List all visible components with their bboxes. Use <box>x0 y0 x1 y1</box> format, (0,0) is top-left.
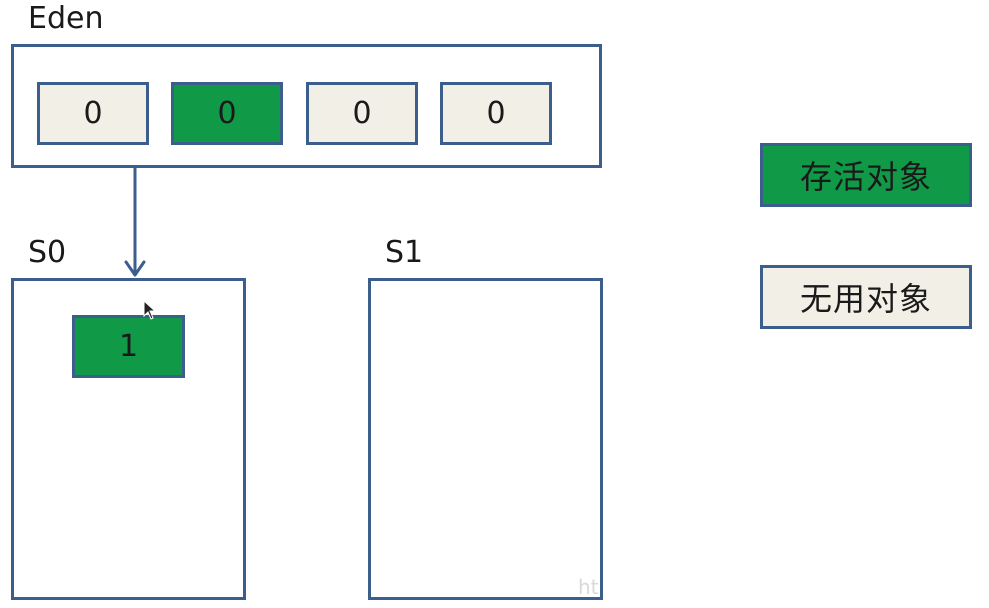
s0-label: S0 <box>28 235 67 270</box>
eden-cell-2: 0 <box>171 82 283 145</box>
s1-region <box>368 278 603 600</box>
legend-live-object: 存活对象 <box>760 143 972 207</box>
s1-label: S1 <box>385 235 424 270</box>
s0-cell-1: 1 <box>72 315 185 378</box>
watermark-text: ht <box>578 575 599 599</box>
arrow-head <box>124 260 146 277</box>
eden-cell-1: 0 <box>37 82 149 145</box>
eden-cell-3: 0 <box>306 82 418 145</box>
eden-label: Eden <box>28 1 104 36</box>
eden-cell-4: 0 <box>440 82 552 145</box>
legend-dead-object: 无用对象 <box>760 265 972 329</box>
mouse-pointer-icon <box>143 300 157 320</box>
